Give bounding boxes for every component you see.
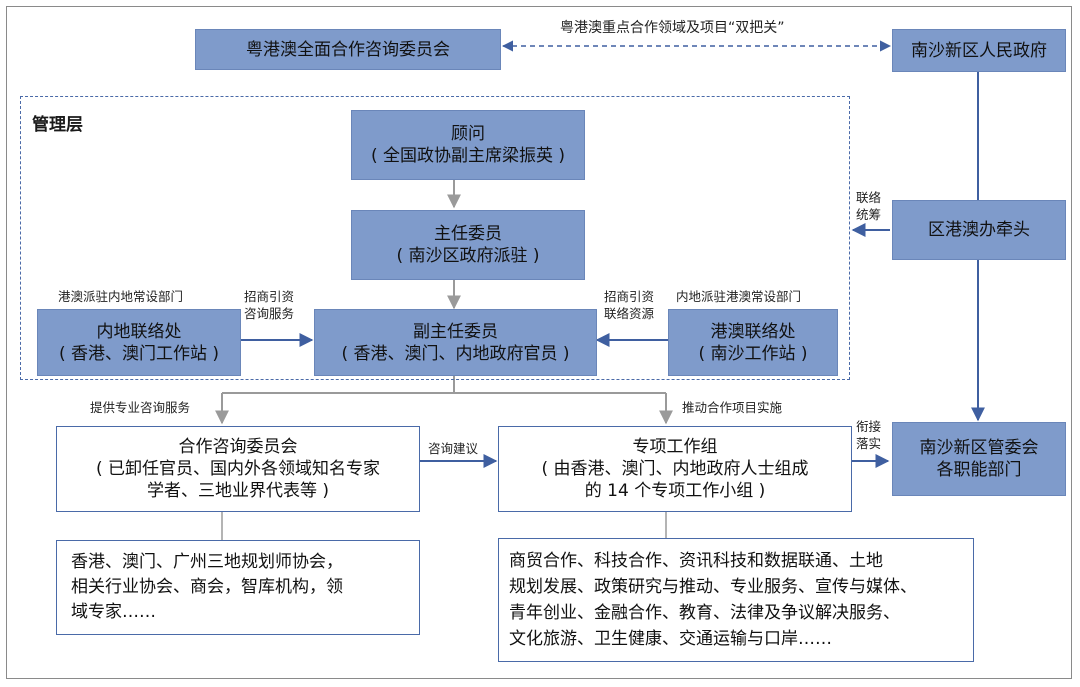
district-hkmo-office-label: 区港澳办牵头 [928, 220, 1030, 240]
consult-committee-detail-1: ( 已卸任官员、国内外各领域知名专家 [95, 459, 381, 479]
consult-committee-title: 合作咨询委员会 [178, 437, 298, 457]
task-fields-line2: 规划发展、政策研究与推动、专业服务、宣传与媒体、 [509, 577, 917, 597]
implement-line1: 衔接 [856, 419, 882, 434]
implement-label: 衔接 落实 [856, 418, 881, 452]
mainland-liaison-office-box: 内地联络处 ( 香港、澳门工作站 ) [37, 309, 241, 376]
coord-line2: 统筹 [856, 207, 882, 222]
district-hkmo-office-box: 区港澳办牵头 [892, 200, 1066, 260]
right-arrow-line2: 联络资源 [604, 306, 655, 321]
hkmo-office-detail: ( 南沙工作站 ) [698, 343, 808, 364]
advisor-title: 顾问 [451, 124, 485, 144]
task-fields-box: 商贸合作、科技合作、资讯科技和数据联通、土地 规划发展、政策研究与推动、专业服务… [498, 538, 974, 662]
management-layer-title: 管理层 [32, 115, 83, 135]
committee-label: 粤港澳全面合作咨询委员会 [246, 39, 450, 60]
consult-committee-detail-2: 学者、三地业界代表等 ) [146, 481, 330, 501]
right-arrow-line1: 招商引资 [604, 289, 655, 304]
implement-line2: 落实 [856, 436, 882, 451]
consult-members-line1: 香港、澳门、广州三地规划师协会， [71, 552, 343, 572]
hkmo-office-caption: 内地派驻港澳常设部门 [676, 289, 802, 304]
left-arrow-label: 招商引资 咨询服务 [244, 288, 294, 322]
advisor-detail: ( 全国政协副主席梁振英 ) [370, 146, 566, 166]
consult-members-line3: 域专家…… [71, 602, 156, 622]
consult-members-line2: 相关行业协会、商会，智库机构，领 [71, 577, 343, 597]
management-layer-frame [20, 96, 850, 380]
task-fields-line3: 青年创业、金融合作、教育、法律及争议解决服务、 [509, 603, 900, 623]
director-title: 主任委员 [434, 224, 502, 244]
guangdong-hk-macao-committee-box: 粤港澳全面合作咨询委员会 [195, 29, 501, 70]
task-group-detail-1: ( 由香港、澳门、内地政府人士组成 [541, 459, 809, 479]
hkmo-liaison-office-box: 港澳联络处 ( 南沙工作站 ) [668, 309, 838, 376]
task-group-box: 专项工作组 ( 由香港、澳门、内地政府人士组成 的 14 个专项工作小组 ) [498, 426, 852, 512]
consult-committee-box: 合作咨询委员会 ( 已卸任官员、国内外各领域知名专家 学者、三地业界代表等 ) [56, 426, 420, 512]
admin-committee-box: 南沙新区管委会 各职能部门 [892, 422, 1066, 496]
right-arrow-label: 招商引资 联络资源 [604, 288, 654, 322]
advice-label: 咨询建议 [428, 441, 479, 456]
government-label: 南沙新区人民政府 [911, 40, 1047, 61]
deputy-detail: ( 香港、澳门、内地政府官员 ) [341, 343, 570, 364]
director-box: 主任委员 ( 南沙区政府派驻 ) [351, 210, 585, 280]
mainland-office-detail: ( 香港、澳门工作站 ) [58, 343, 220, 364]
promote-label: 推动合作项目实施 [682, 400, 783, 415]
consult-members-box: 香港、澳门、广州三地规划师协会， 相关行业协会、商会，智库机构，领 域专家…… [56, 540, 420, 635]
nansha-government-box: 南沙新区人民政府 [892, 29, 1066, 72]
advisor-box: 顾问 ( 全国政协副主席梁振英 ) [351, 110, 585, 180]
admin-committee-line2: 各职能部门 [936, 460, 1022, 480]
consult-service-label: 提供专业咨询服务 [90, 400, 191, 415]
outer-frame [6, 6, 1072, 679]
hkmo-office-title: 港澳联络处 [710, 321, 796, 342]
coord-label: 联络 统筹 [856, 189, 881, 223]
left-arrow-line1: 招商引资 [244, 289, 295, 304]
mainland-office-caption: 港澳派驻内地常设部门 [58, 289, 184, 304]
dual-check-label: 粤港澳重点合作领域及项目“双把关” [560, 20, 785, 36]
task-fields-line1: 商贸合作、科技合作、资讯科技和数据联通、土地 [509, 551, 883, 571]
director-detail: ( 南沙区政府派驻 ) [396, 246, 540, 266]
mainland-office-title: 内地联络处 [96, 321, 182, 342]
task-group-title: 专项工作组 [632, 437, 718, 457]
deputy-title: 副主任委员 [413, 321, 498, 342]
task-group-detail-2: 的 14 个专项工作小组 ) [584, 481, 766, 501]
deputy-director-box: 副主任委员 ( 香港、澳门、内地政府官员 ) [314, 309, 597, 376]
coord-line1: 联络 [856, 190, 882, 205]
admin-committee-line1: 南沙新区管委会 [919, 438, 1039, 458]
task-fields-line4: 文化旅游、卫生健康、交通运输与口岸…… [509, 629, 832, 649]
left-arrow-line2: 咨询服务 [244, 306, 295, 321]
